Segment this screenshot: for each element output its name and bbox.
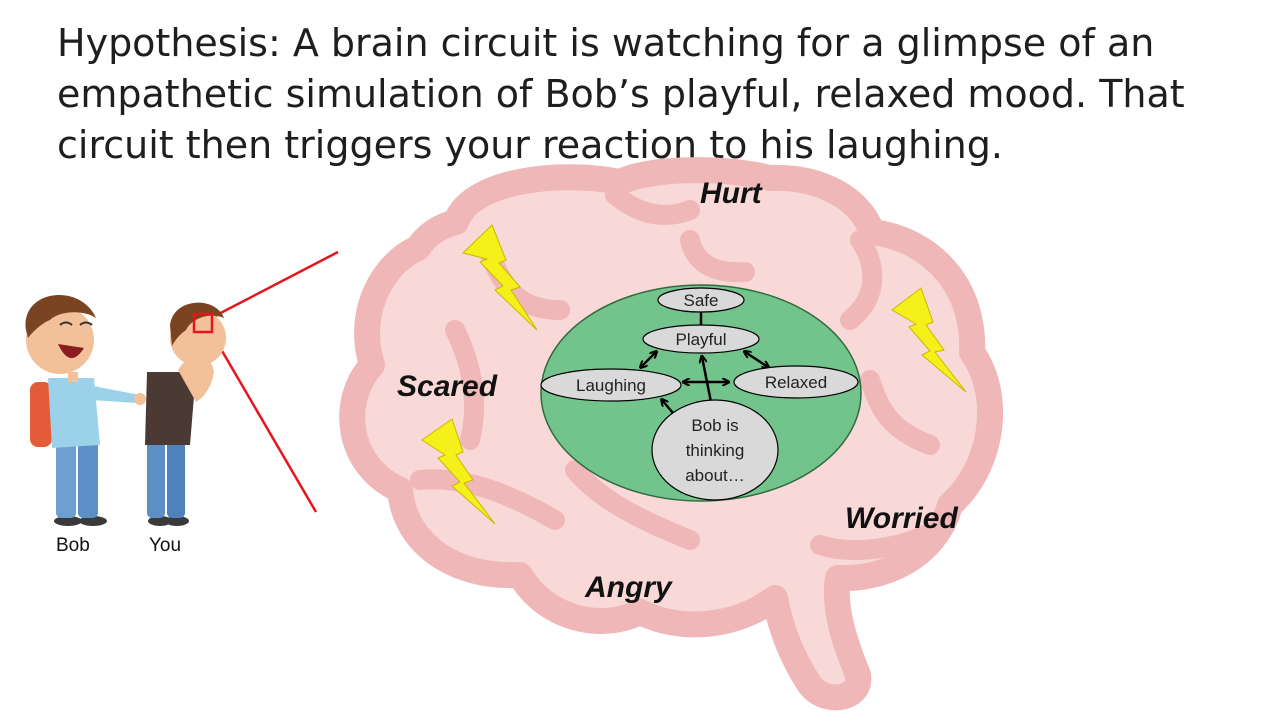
node-bob-thinking-line2: thinking [686,441,745,460]
you-label: You [149,535,181,556]
zoom-box [192,312,214,334]
lightning-bolt-icon [891,287,967,393]
node-safe [657,287,745,313]
slide-title: Hypothesis: A brain circuit is watching … [57,21,1185,167]
emotion-label-scared: Scared [397,370,498,403]
emotion-label-hurt: Hurt [700,177,764,210]
node-bob-thinking-line1: Bob is [691,416,738,435]
brain-folds [410,185,945,560]
brain-circuit: Safe Playful Laughing Relaxed Bob is thi… [540,284,862,502]
bob-figure [25,295,146,526]
node-bob-thinking [651,399,779,501]
node-bob-thinking-line3: about… [685,466,745,485]
lightning-bolt-icon [462,224,538,331]
node-relaxed-label: Relaxed [765,373,827,392]
node-playful [642,324,760,354]
zoom-line-bottom [209,331,318,513]
bob-label: Bob [56,535,90,556]
emotion-label-worried: Worried [845,502,958,535]
node-playful-label: Playful [675,330,726,349]
lightning-bolt-icon [421,418,496,525]
node-laughing [540,368,682,402]
node-relaxed [733,365,859,399]
node-laughing-label: Laughing [576,376,646,395]
node-safe-label: Safe [684,291,719,310]
emotion-label-angry: Angry [584,571,673,604]
you-figure [145,302,226,526]
zoom-line-top [210,250,339,320]
circuit-ellipse [540,284,862,502]
